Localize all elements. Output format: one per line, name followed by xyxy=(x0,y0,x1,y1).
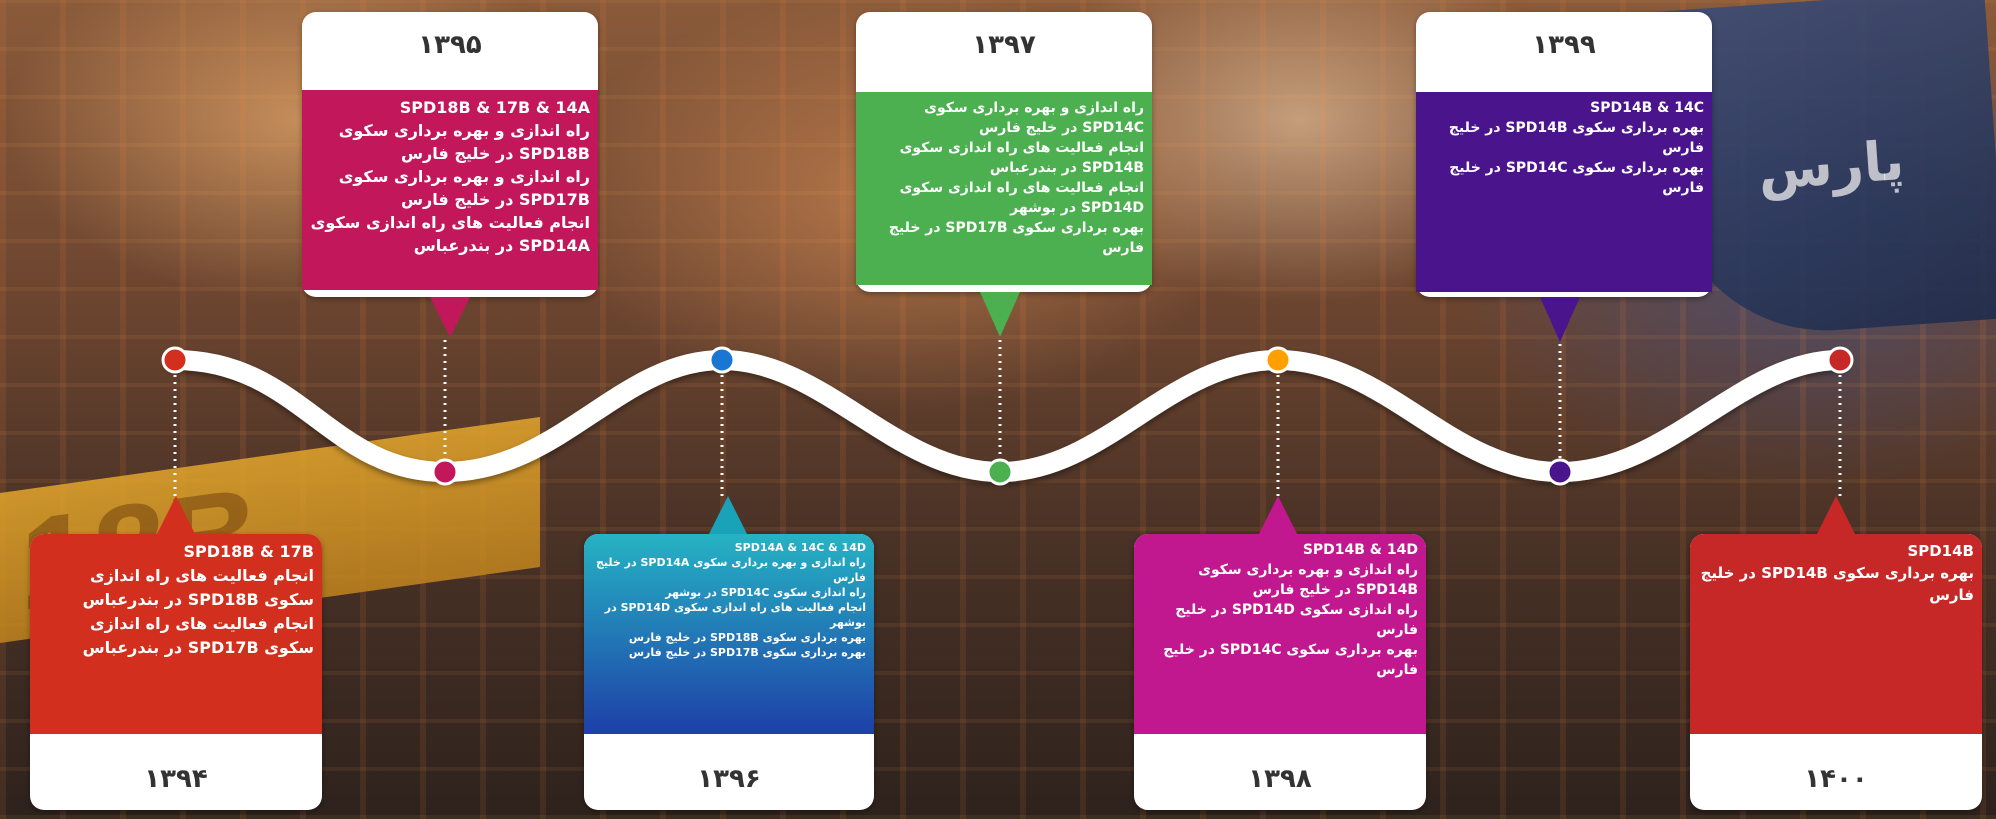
card-line: انجام فعالیت های راه اندازی سکوی SPD14A … xyxy=(310,213,590,255)
timeline-ribbon xyxy=(165,349,1850,483)
card-pointer xyxy=(708,496,748,536)
card-line: راه اندازی و بهره برداری سکوی SPD14A در … xyxy=(596,556,866,584)
card-line: بهره برداری سکوی SPD14C در خلیج فارس xyxy=(1163,642,1418,678)
card-content: SPD14B & 14C بهره برداری سکوی SPD14B در … xyxy=(1416,92,1712,292)
card-pointer xyxy=(980,292,1020,337)
card-line: بهره برداری سکوی SPD14B در خلیج فارس xyxy=(1448,120,1704,156)
card-content: SPD18B & 17B انجام فعالیت های راه اندازی… xyxy=(30,534,322,734)
card-1399: ۱۳۹۹ SPD14B & 14C بهره برداری سکوی SPD14… xyxy=(1416,12,1712,342)
card-1398: SPD14B & 14D راه اندازی و بهره برداری سک… xyxy=(1134,496,1426,810)
marker-1397 xyxy=(986,458,1014,486)
card-1395: ۱۳۹۵ SPD18B & 17B & 14A راه اندازی و بهر… xyxy=(302,12,598,337)
card-content: راه اندازی و بهره برداری سکوی SPD14C در … xyxy=(856,92,1152,285)
card-content: SPD14B & 14D راه اندازی و بهره برداری سک… xyxy=(1134,534,1426,734)
card-line: راه اندازی و بهره برداری سکوی SPD17B در … xyxy=(338,167,590,209)
year-label: ۱۳۹۶ xyxy=(697,764,761,794)
card-content: SPD14A & 14C & 14D راه اندازی و بهره برد… xyxy=(584,534,874,734)
card-line: بهره برداری سکوی SPD17B در خلیج فارس xyxy=(888,220,1144,256)
card-pointer xyxy=(1816,496,1856,536)
card-line: بهره برداری سکوی SPD14B در خلیج فارس xyxy=(1700,564,1974,604)
card-1396: SPD14A & 14C & 14D راه اندازی و بهره برد… xyxy=(584,496,874,810)
card-line: بهره برداری سکوی SPD18B در خلیج فارس xyxy=(628,631,866,644)
card-line: راه اندازی و بهره برداری سکوی SPD14C در … xyxy=(924,100,1144,136)
card-line: بهره برداری سکوی SPD17B در خلیج فارس xyxy=(628,646,866,659)
card-line: SPD18B & 17B & 14A xyxy=(399,98,590,117)
card-line: انجام فعالیت های راه اندازی سکوی SPD18B … xyxy=(82,566,314,609)
card-line: SPD18B & 17B xyxy=(183,542,314,561)
card-line: SPD14B & 14D xyxy=(1302,542,1418,558)
card-line: راه اندازی سکوی SPD14D در خلیج فارس xyxy=(1175,602,1418,638)
card-line: انجام فعالیت های راه اندازی سکوی SPD17B … xyxy=(82,614,314,657)
card-1400: SPD14B بهره برداری سکوی SPD14B در خلیج ف… xyxy=(1690,496,1982,810)
card-line: انجام فعالیت های راه اندازی سکوی SPD14B … xyxy=(899,140,1144,176)
card-line: انجام فعالیت های راه اندازی سکوی SPD14D … xyxy=(604,601,866,629)
card-line: SPD14A & 14C & 14D xyxy=(734,541,866,554)
year-label: ۱۳۹۹ xyxy=(1532,30,1596,60)
marker-1395 xyxy=(431,458,459,486)
card-line: SPD14B & 14C xyxy=(1590,100,1704,116)
card-1397: ۱۳۹۷ راه اندازی و بهره برداری سکوی SPD14… xyxy=(856,12,1152,337)
marker-1398 xyxy=(1264,346,1292,374)
card-1394: SPD18B & 17B انجام فعالیت های راه اندازی… xyxy=(30,496,322,810)
marker-1399 xyxy=(1546,458,1574,486)
card-content: SPD14B بهره برداری سکوی SPD14B در خلیج ف… xyxy=(1690,534,1982,734)
year-label: ۱۴۰۰ xyxy=(1804,764,1868,794)
card-line: راه اندازی و بهره برداری سکوی SPD14B در … xyxy=(1198,562,1418,598)
year-label: ۱۳۹۷ xyxy=(972,30,1036,60)
card-line: بهره برداری سکوی SPD14C در خلیج فارس xyxy=(1449,160,1704,196)
card-pointer xyxy=(430,297,470,337)
card-line: راه اندازی و بهره برداری سکوی SPD18B در … xyxy=(338,121,590,163)
card-line: SPD14B xyxy=(1907,542,1974,560)
card-pointer xyxy=(1540,297,1580,342)
card-pointer xyxy=(156,496,196,536)
marker-1400 xyxy=(1826,346,1854,374)
card-line: راه اندازی سکوی SPD14C در بوشهر xyxy=(665,586,866,599)
card-content: SPD18B & 17B & 14A راه اندازی و بهره برد… xyxy=(302,90,598,290)
marker-1394 xyxy=(161,346,189,374)
marker-1396 xyxy=(708,346,736,374)
year-label: ۱۳۹۸ xyxy=(1248,764,1312,794)
card-line: انجام فعالیت های راه اندازی سکوی SPD14D … xyxy=(899,180,1144,216)
year-label: ۱۳۹۴ xyxy=(144,764,208,794)
card-pointer xyxy=(1258,496,1298,536)
year-label: ۱۳۹۵ xyxy=(418,30,482,60)
